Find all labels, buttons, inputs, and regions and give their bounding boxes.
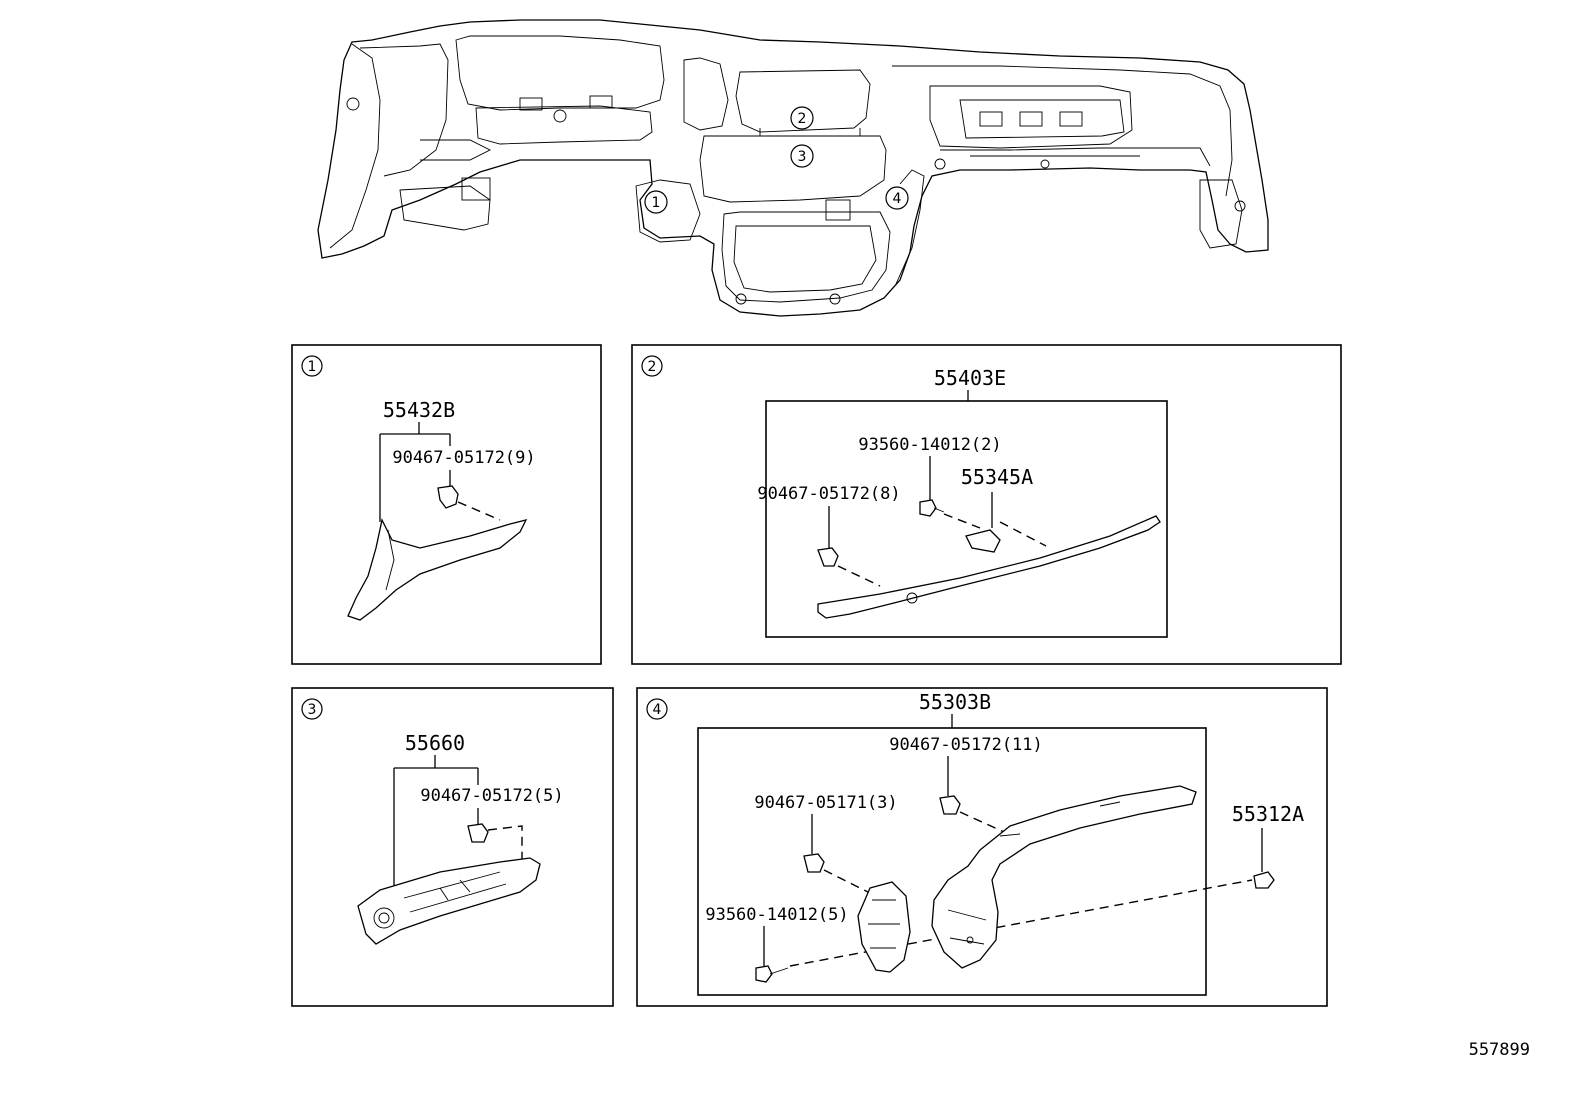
panel-1-number: 1 (308, 359, 317, 375)
screw-icon (755, 965, 773, 983)
screw-93560-14012-5-label[interactable]: 93560-14012(5) (705, 905, 848, 925)
overview-callout-2[interactable]: 2 (790, 106, 814, 130)
part-55312A-label[interactable]: 55312A (1232, 802, 1304, 826)
clip-55312A-icon (1253, 871, 1275, 889)
part-55303B-label[interactable]: 55303B (919, 690, 991, 714)
screw-93560-14012-2-label[interactable]: 93560-14012(2) (858, 435, 1001, 455)
screw-icon (919, 499, 937, 517)
part-55660-label[interactable]: 55660 (405, 731, 465, 755)
panel-2-number-badge (641, 355, 663, 377)
clip-90467-05171-3-label[interactable]: 90467-05171(3) (754, 793, 897, 813)
panel-2-number: 2 (648, 359, 657, 375)
panel-3-number: 3 (308, 702, 317, 718)
clip-icon (803, 853, 825, 873)
clip-90467-05172-8-label[interactable]: 90467-05172(8) (757, 484, 900, 504)
panel-2: 2 55403E 93560-14012(2) 55345A 90467-051… (631, 344, 1342, 665)
panel-4: 4 55303B 90467-05172(11) 90467-05171(3) … (636, 687, 1328, 1007)
part-55303B-drawing[interactable] (931, 785, 1197, 969)
overview-callout-1[interactable]: 1 (644, 190, 668, 214)
panel-3-number-badge (301, 698, 323, 720)
instrument-panel-overview: 1 2 3 4 (317, 19, 1269, 317)
part-55403E-label[interactable]: 55403E (934, 366, 1006, 390)
svg-text:4: 4 (893, 191, 902, 207)
panel-1-number-badge (301, 355, 323, 377)
part-55432B-label[interactable]: 55432B (383, 398, 455, 422)
part-55403E-drawing[interactable] (817, 515, 1161, 619)
bracket-drawing (857, 881, 911, 973)
panel-4-number: 4 (653, 702, 662, 718)
overview-callout-3[interactable]: 3 (790, 144, 814, 168)
clip-icon (437, 485, 459, 509)
part-55345A-label[interactable]: 55345A (961, 465, 1033, 489)
clip-icon (939, 795, 961, 815)
clip-90467-05172-5-label[interactable]: 90467-05172(5) (420, 786, 563, 806)
panel-3: 3 55660 90467-05172(5) (291, 687, 614, 1007)
svg-text:3: 3 (798, 149, 807, 165)
clip-90467-05172-9-label[interactable]: 90467-05172(9) (392, 448, 535, 468)
clip-icon (467, 823, 489, 843)
bracket-icon (965, 529, 1001, 553)
clip-90467-05172-11-label[interactable]: 90467-05172(11) (889, 735, 1043, 755)
panel-1: 1 55432B 90467-05172(9) (291, 344, 602, 665)
panel-4-number-badge (646, 698, 668, 720)
svg-text:1: 1 (652, 195, 661, 211)
clip-icon (817, 547, 839, 567)
overview-callout-4[interactable]: 4 (885, 186, 909, 210)
part-55432B-drawing[interactable] (347, 518, 528, 621)
svg-text:2: 2 (798, 111, 807, 127)
diagram-reference-number: 557899 (1469, 1040, 1530, 1060)
